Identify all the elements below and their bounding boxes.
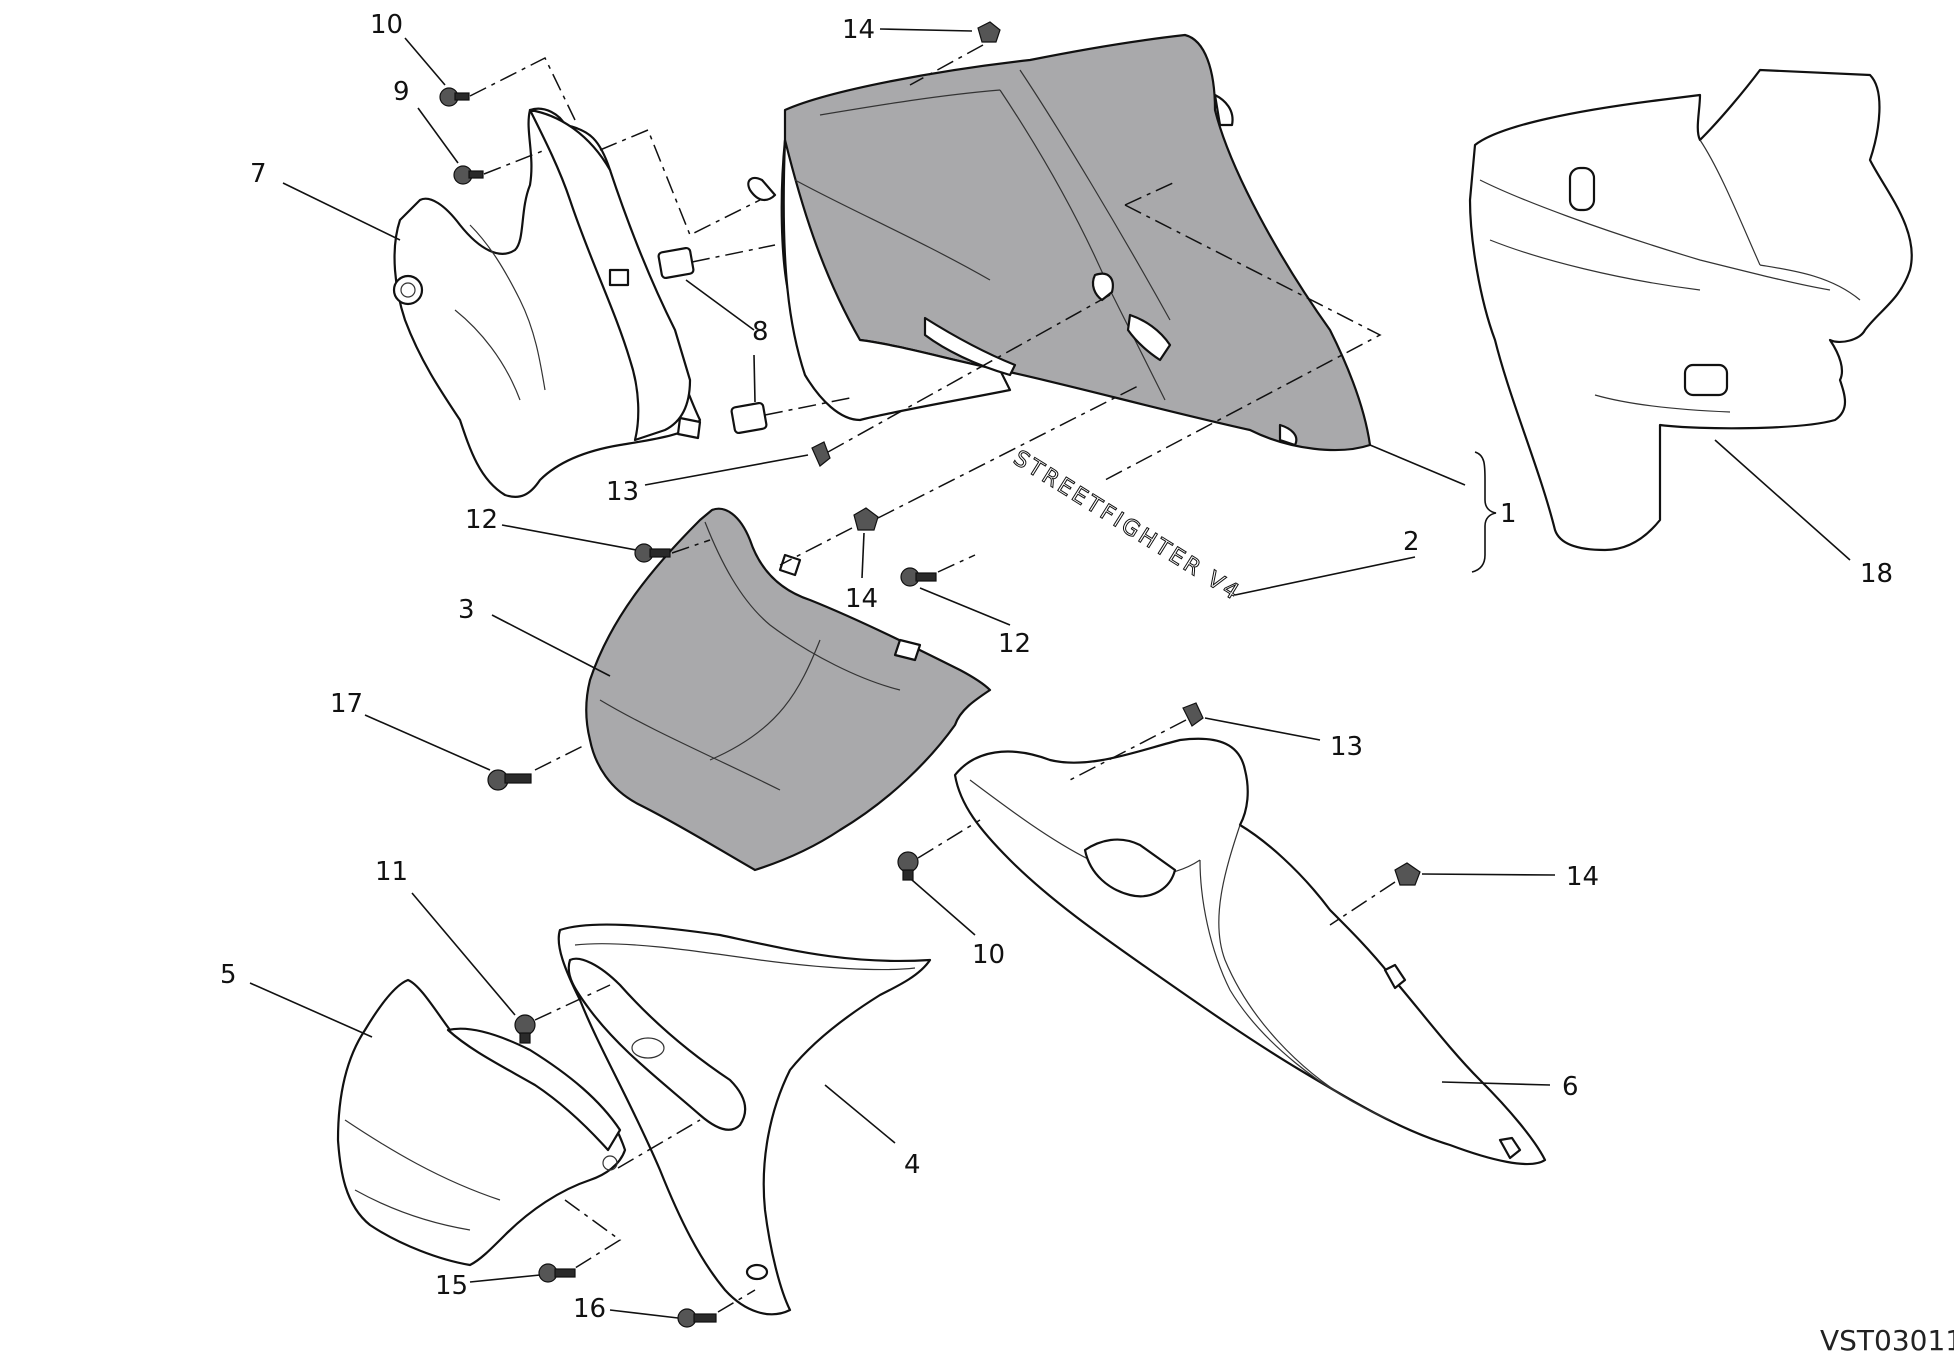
fastener-10-mid: 10 — [897, 819, 1005, 970]
fastener-16: 16 — [573, 1289, 756, 1328]
fastener-12-left: 12 — [465, 505, 711, 563]
svg-text:7: 7 — [250, 159, 267, 189]
bracket-1-2 — [1471, 451, 1497, 573]
fastener-13-right: 13 — [1069, 702, 1363, 781]
svg-text:4: 4 — [904, 1150, 921, 1180]
svg-text:13: 13 — [606, 477, 639, 507]
svg-text:10: 10 — [370, 10, 403, 40]
svg-text:11: 11 — [375, 857, 408, 887]
fastener-13-left: 13 — [606, 294, 1111, 507]
svg-text:12: 12 — [465, 505, 498, 535]
svg-text:9: 9 — [393, 77, 410, 107]
part-6-belly-pan — [953, 737, 1547, 1166]
svg-text:5: 5 — [220, 960, 237, 990]
fastener-12-mid: 12 — [900, 554, 1031, 659]
svg-text:17: 17 — [330, 689, 363, 719]
part-5-left-lower-cover — [336, 978, 627, 1267]
svg-text:12: 12 — [998, 629, 1031, 659]
dash-fairing-top — [1124, 181, 1176, 206]
drawing-code: VST03011 — [1820, 1324, 1954, 1356]
fastener-15: 15 — [435, 1199, 622, 1301]
svg-text:6: 6 — [1562, 1072, 1579, 1102]
svg-text:14: 14 — [845, 584, 878, 614]
part-3-center-cover — [585, 507, 992, 872]
part-7-left-bracket — [392, 107, 702, 498]
part-1-main-fairing — [747, 33, 1372, 452]
svg-text:1: 1 — [1500, 499, 1517, 529]
callout-8: 8 — [752, 317, 769, 347]
part-2-decal: STREETFIGHTER V4 — [1008, 445, 1246, 607]
fastener-11: 11 — [375, 857, 611, 1044]
svg-text:14: 14 — [842, 15, 875, 45]
svg-text:13: 13 — [1330, 732, 1363, 762]
part-18-side-panel — [1468, 68, 1913, 552]
svg-text:8: 8 — [752, 317, 769, 347]
callout-7: 7 — [250, 159, 401, 241]
fastener-9: 9 — [393, 77, 546, 185]
svg-text:2: 2 — [1403, 527, 1420, 557]
fastener-14-right: 14 — [1329, 862, 1599, 926]
fastener-10-top: 10 — [370, 10, 576, 121]
svg-text:10: 10 — [972, 940, 1005, 970]
svg-text:16: 16 — [573, 1294, 606, 1324]
callout-18: 18 — [1714, 439, 1893, 589]
dash-bracket-fairing — [599, 129, 761, 237]
svg-text:14: 14 — [1566, 862, 1599, 892]
callout-6: 6 — [1441, 1072, 1579, 1102]
callout-5: 5 — [220, 960, 373, 1038]
fastener-14-mid: 14 — [779, 384, 1141, 614]
part-4-left-frame — [557, 923, 932, 1316]
callout-3: 3 — [458, 595, 611, 677]
part-8-rubber-pads — [657, 244, 851, 435]
fastener-14-top: 14 — [842, 15, 1001, 86]
dash-fairing-decal — [1104, 204, 1382, 481]
callout-1: 1 — [1369, 444, 1517, 529]
svg-text:18: 18 — [1860, 559, 1893, 589]
svg-text:STREETFIGHTER V4: STREETFIGHTER V4 — [1009, 446, 1246, 607]
fastener-17: 17 — [330, 689, 586, 791]
svg-text:15: 15 — [435, 1271, 468, 1301]
callout-2: 2 — [1234, 527, 1420, 596]
callout-4: 4 — [824, 1084, 921, 1180]
svg-text:3: 3 — [458, 595, 475, 625]
dash-frame-cover — [617, 1119, 701, 1169]
